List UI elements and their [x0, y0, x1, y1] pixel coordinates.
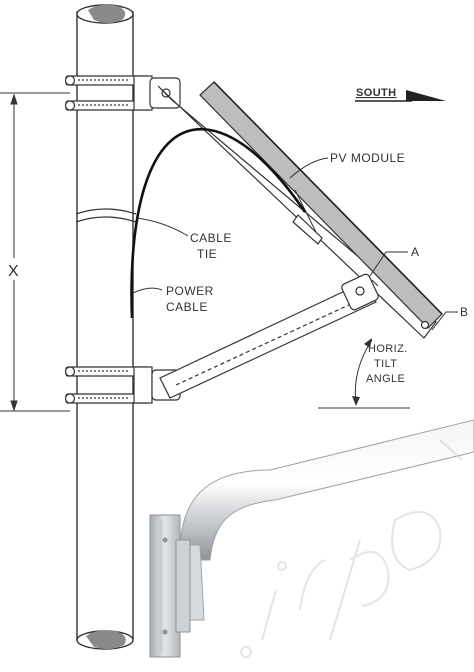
cable-tie-label-line2: TIE	[197, 247, 217, 261]
arrow-up-icon	[10, 93, 18, 105]
pv-module-leader	[289, 157, 329, 179]
south-arrow-icon	[406, 90, 446, 101]
dim-b-leader	[431, 311, 458, 331]
aluminum-arm-photo	[149, 419, 474, 658]
pv-module-label: PV MODULE	[330, 151, 405, 165]
power-cable-leader	[132, 287, 163, 294]
clamp-bolt-icon	[64, 75, 76, 86]
dimension-x	[0, 92, 70, 412]
dimension-a-label: A	[411, 245, 420, 259]
plate-bolt-icon	[162, 537, 168, 543]
power-cable	[130, 127, 307, 319]
arrow-up-icon	[364, 338, 372, 348]
pv-module	[199, 81, 443, 329]
arrow-down-icon	[352, 396, 360, 406]
pole-top-cap	[88, 4, 126, 24]
lower-strut	[159, 273, 379, 399]
clamp-bolt-icon	[64, 100, 76, 111]
pivot-icon	[355, 286, 365, 296]
watermark	[240, 439, 463, 658]
dimension-b-label: B	[460, 305, 469, 319]
arrow-down-icon	[10, 400, 18, 412]
tilt-angle	[318, 338, 410, 409]
clamp-bolt-icon	[64, 366, 76, 377]
cable-tie-label-line1: CABLE	[190, 231, 232, 245]
tilt-angle-label-line2: TILT	[374, 358, 397, 370]
plate-bolt-icon	[162, 629, 168, 635]
south-label: SOUTH	[356, 87, 397, 99]
dimension-x-label: X	[8, 263, 19, 280]
power-cable-label-line2: CABLE	[166, 300, 208, 314]
cable-tie-leader	[136, 217, 189, 237]
module-bolt-icon	[420, 320, 430, 330]
pole	[76, 4, 134, 650]
dim-a-leader	[369, 251, 408, 277]
power-cable-label-line1: POWER	[166, 284, 214, 298]
tilt-angle-label-line3: ANGLE	[366, 373, 405, 385]
tilt-angle-label-line1: HORIZ.	[368, 343, 408, 355]
pole-bottom-cap	[86, 630, 126, 650]
cable-tie	[75, 208, 137, 223]
clamp-bolt-icon	[64, 393, 76, 404]
south-indicator	[355, 90, 446, 102]
